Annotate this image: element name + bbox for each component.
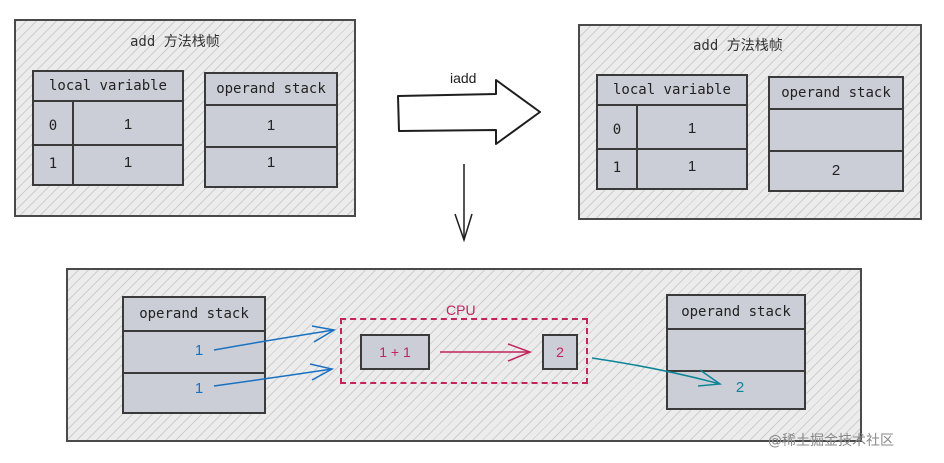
local-variable-index: 1 (612, 160, 622, 176)
result-to-stack-arrow (591, 357, 723, 387)
operand-stack-value: 1 (194, 380, 204, 397)
operand-stack-header: operand stack (770, 78, 902, 110)
operand-stack-header: operand stack (668, 296, 804, 330)
operand-stack-value: 1 (266, 117, 276, 134)
watermark: @稀土掘金技术社区 (768, 433, 894, 449)
local-variable-value: 1 (123, 116, 133, 133)
left-local-variable-table: local variable 0 1 1 1 (32, 70, 184, 186)
right-local-variable-table: local variable 0 1 1 1 (596, 74, 748, 190)
operand-stack-value: 1 (194, 342, 204, 359)
input-operand-stack-table: operand stack 1 1 (122, 296, 266, 414)
local-variable-index: 0 (48, 118, 58, 134)
operand-stack-header: operand stack (206, 74, 336, 106)
operand-stack-value: 2 (831, 162, 841, 179)
right-operand-stack-table: operand stack 2 (768, 76, 904, 192)
cpu-expression-box: 1 + 1 (360, 334, 430, 370)
cpu-label: CPU (446, 302, 476, 318)
output-operand-stack-table: operand stack (666, 294, 806, 410)
local-variable-index: 1 (48, 156, 58, 172)
cpu-result-box: 2 (542, 334, 578, 370)
operand-to-cpu-arrow (213, 325, 337, 351)
local-variable-header: local variable (598, 76, 746, 106)
left-operand-stack-table: operand stack 1 1 (204, 72, 338, 188)
output-operand-stack-value: 2 (735, 379, 745, 396)
cpu-box (340, 318, 588, 384)
local-variable-value: 1 (687, 120, 697, 137)
operand-stack-header: operand stack (124, 298, 264, 332)
local-variable-value: 1 (123, 154, 133, 171)
operand-stack-value: 1 (266, 154, 276, 171)
left-frame-title: add 方法栈帧 (130, 34, 220, 50)
local-variable-value: 1 (687, 158, 697, 175)
local-variable-header: local variable (34, 72, 182, 102)
local-variable-index: 0 (612, 122, 622, 138)
iadd-label: iadd (450, 70, 477, 86)
cpu-compute-arrow (440, 343, 533, 362)
right-frame-title: add 方法栈帧 (693, 38, 783, 54)
operand-to-cpu-arrow (213, 363, 335, 387)
down-arrow (454, 164, 473, 243)
iadd-arrow (397, 79, 541, 145)
